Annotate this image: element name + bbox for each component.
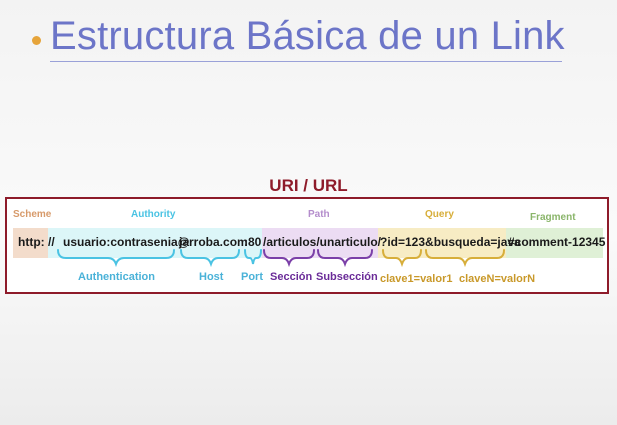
url-userinfo: usuario:contrasenia@ — [63, 235, 190, 249]
subsection-label: Subsección — [316, 271, 378, 283]
path-segment — [262, 228, 378, 258]
authentication-brace — [57, 249, 175, 268]
fragment-label: Fragment — [530, 212, 576, 223]
title-underline — [50, 61, 562, 62]
url-query: ?id=123&busqueda=java — [380, 235, 521, 249]
query-label: Query — [425, 209, 454, 220]
path-label: Path — [308, 209, 330, 220]
query1-label: clave1=valor1 — [380, 273, 453, 285]
page-title: Estructura Básica de un Link — [50, 14, 565, 58]
query-segment — [378, 228, 506, 258]
url-path: /articulos/unarticulo/ — [263, 235, 382, 249]
authentication-label: Authentication — [78, 271, 155, 283]
url-fragment: #comment-12345 — [508, 235, 606, 249]
url-scheme: http: // — [18, 235, 55, 249]
host-brace — [180, 249, 240, 268]
url-port: :80 — [244, 235, 262, 249]
scheme-segment — [13, 228, 48, 258]
host-sub-label: Host — [199, 271, 224, 283]
section-brace — [263, 249, 315, 268]
url-host: jarroba.com — [179, 235, 248, 249]
section-label: Sección — [270, 271, 313, 283]
subsection-brace — [317, 249, 373, 268]
title-bullet — [32, 36, 41, 45]
queryN-brace — [425, 249, 505, 268]
query1-brace — [382, 249, 422, 268]
diagram-heading: URI / URL — [269, 176, 348, 195]
port-label: Port — [241, 271, 263, 283]
authority-label: Authority — [131, 209, 176, 220]
queryN-label: claveN=valorN — [459, 273, 536, 285]
fragment-segment — [506, 228, 603, 258]
port-brace — [244, 249, 262, 265]
scheme-label: Scheme — [13, 209, 52, 220]
authority-segment — [48, 228, 262, 258]
